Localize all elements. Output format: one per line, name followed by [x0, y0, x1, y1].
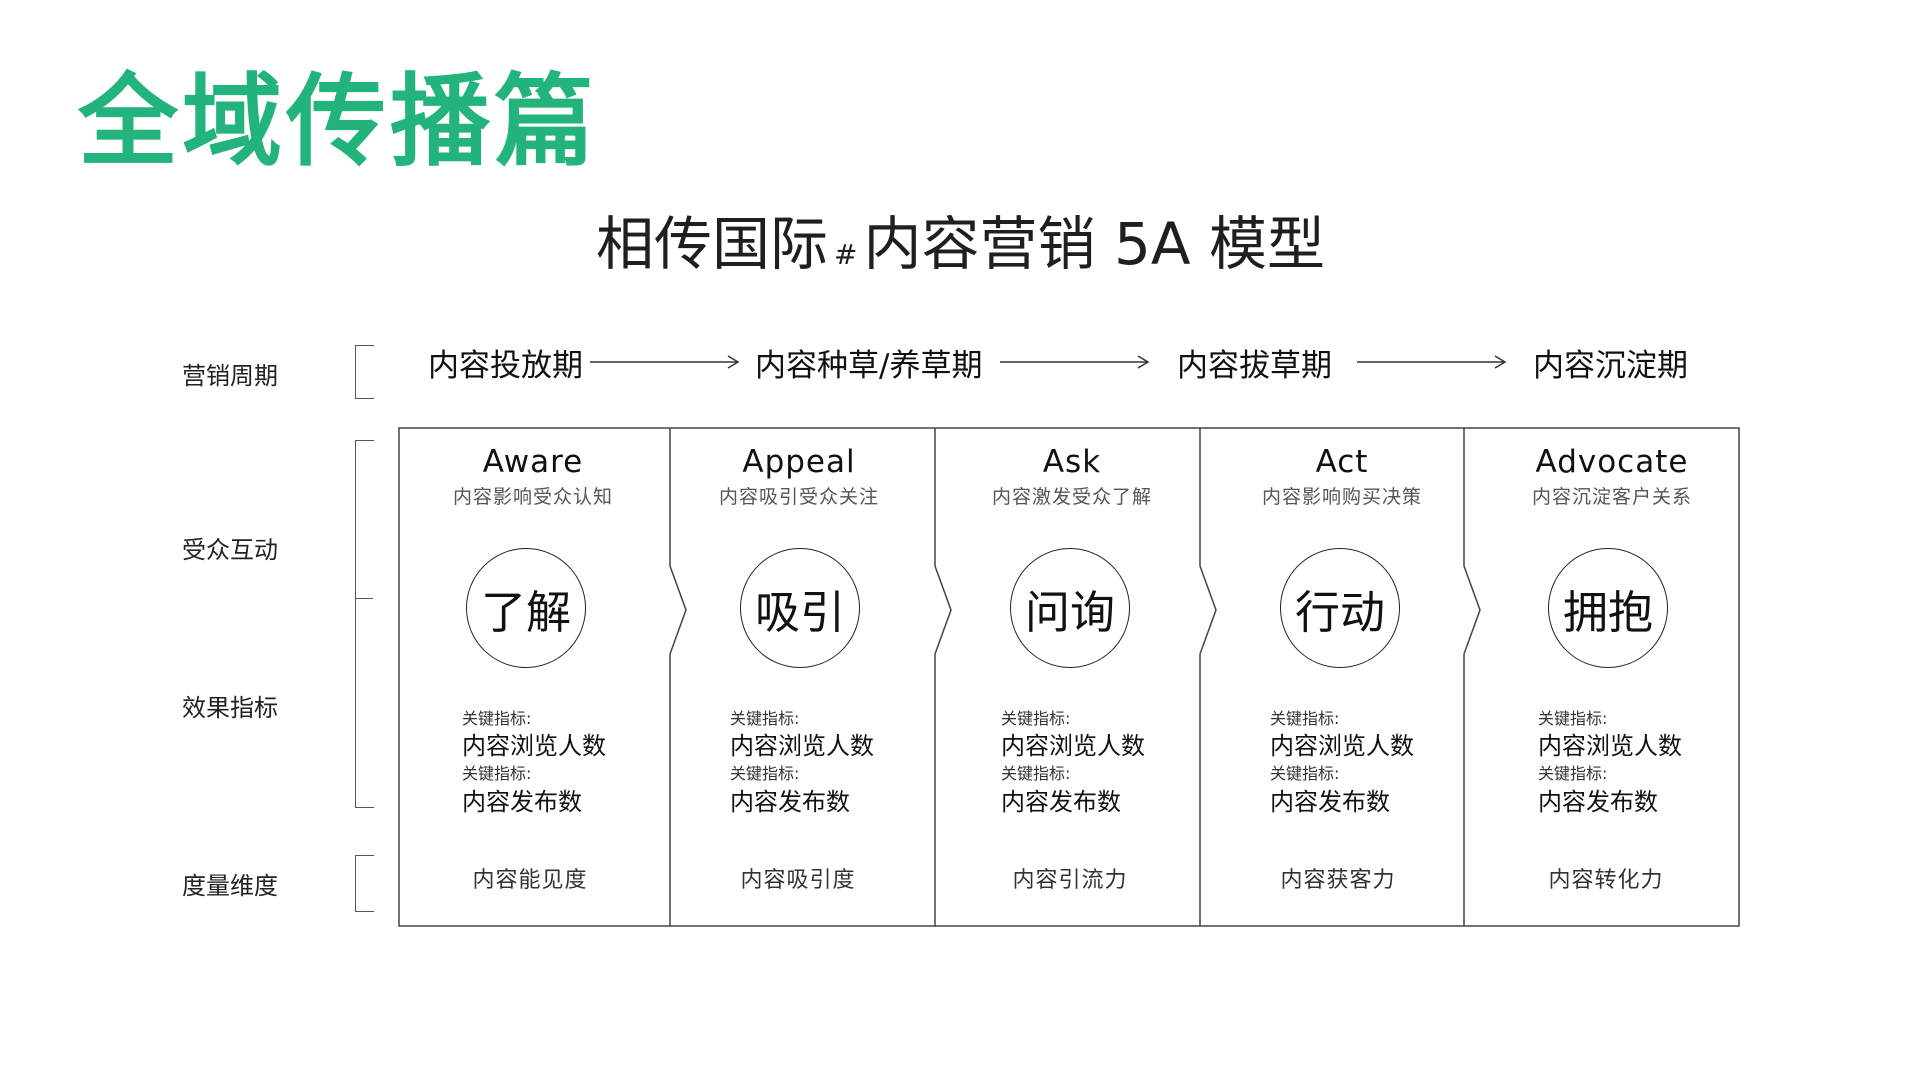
metric-value: 内容浏览人数: [730, 732, 874, 760]
metric-value: 内容发布数: [462, 788, 582, 816]
arrow-right-icon: [1000, 355, 1150, 369]
model-title-rest: 内容营销 5A 模型: [863, 210, 1325, 278]
metric-value: 内容浏览人数: [1001, 732, 1145, 760]
chevron-divider-1: [669, 428, 687, 926]
metric-label: 关键指标:: [462, 709, 532, 728]
row-label-metrics: 效果指标: [182, 694, 278, 722]
metric-value: 内容发布数: [1001, 788, 1121, 816]
metric-value: 内容浏览人数: [1538, 732, 1682, 760]
phase-launch: 内容投放期: [428, 348, 583, 384]
stage-aware-circle: 了解: [466, 548, 586, 668]
metric-label: 关键指标:: [1001, 709, 1071, 728]
metric-label: 关键指标:: [1538, 764, 1608, 783]
stage-act-subtitle: 内容影响购买决策: [1261, 486, 1422, 508]
stage-appeal-subtitle: 内容吸引受众关注: [718, 486, 879, 508]
bracket-cycle: [355, 345, 374, 399]
measure-aware: 内容能见度: [472, 868, 588, 893]
metric-label: 关键指标:: [1270, 709, 1340, 728]
row-label-measure: 度量维度: [182, 872, 278, 900]
model-title-hash: #: [834, 238, 858, 271]
metric-label: 关键指标:: [730, 709, 800, 728]
measure-act: 内容获客力: [1280, 868, 1396, 893]
metric-value: 内容发布数: [1538, 788, 1658, 816]
phase-seeding: 内容种草/养草期: [755, 348, 983, 384]
stage-act-title: Act: [1315, 444, 1369, 480]
stage-appeal-title: Appeal: [742, 444, 856, 480]
stage-advocate-subtitle: 内容沉淀客户关系: [1531, 486, 1692, 508]
arrow-right-icon: [1357, 355, 1507, 369]
stage-advocate-circle: 拥抱: [1548, 548, 1668, 668]
stage-ask-title: Ask: [1042, 444, 1102, 480]
arrow-right-icon: [590, 355, 740, 369]
phase-retention: 内容沉淀期: [1533, 348, 1688, 384]
measure-appeal: 内容吸引度: [740, 868, 856, 893]
measure-ask: 内容引流力: [1012, 868, 1128, 893]
metric-label: 关键指标:: [462, 764, 532, 783]
stage-ask-subtitle: 内容激发受众了解: [991, 486, 1152, 508]
stage-aware-title: Aware: [482, 444, 584, 480]
stage-appeal-circle: 吸引: [740, 548, 860, 668]
bracket-divider: [355, 598, 373, 599]
measure-advocate: 内容转化力: [1548, 868, 1664, 893]
row-label-interaction: 受众互动: [182, 536, 278, 564]
metric-label: 关键指标:: [1001, 764, 1071, 783]
metric-label: 关键指标:: [1538, 709, 1608, 728]
metric-value: 内容发布数: [730, 788, 850, 816]
model-title: 相传国际#内容营销 5A 模型: [0, 210, 1921, 280]
row-label-cycle: 营销周期: [182, 362, 278, 390]
stage-act-circle: 行动: [1280, 548, 1400, 668]
metric-label: 关键指标:: [1270, 764, 1340, 783]
frame-outline: [398, 427, 1740, 927]
metric-value: 内容发布数: [1270, 788, 1390, 816]
bracket-interaction-metrics: [355, 440, 374, 808]
metric-value: 内容浏览人数: [1270, 732, 1414, 760]
metric-value: 内容浏览人数: [462, 732, 606, 760]
model-title-main: 相传国际: [596, 210, 829, 278]
bracket-measure: [355, 855, 374, 912]
stage-advocate-title: Advocate: [1535, 444, 1689, 480]
chevron-divider-2: [934, 428, 952, 926]
stage-aware-subtitle: 内容影响受众认知: [452, 486, 613, 508]
chevron-divider-4: [1463, 428, 1481, 926]
stage-ask-circle: 问询: [1010, 548, 1130, 668]
phase-conversion: 内容拔草期: [1177, 348, 1332, 384]
page-title: 全域传播篇: [78, 63, 598, 180]
chevron-divider-3: [1199, 428, 1217, 926]
metric-label: 关键指标:: [730, 764, 800, 783]
